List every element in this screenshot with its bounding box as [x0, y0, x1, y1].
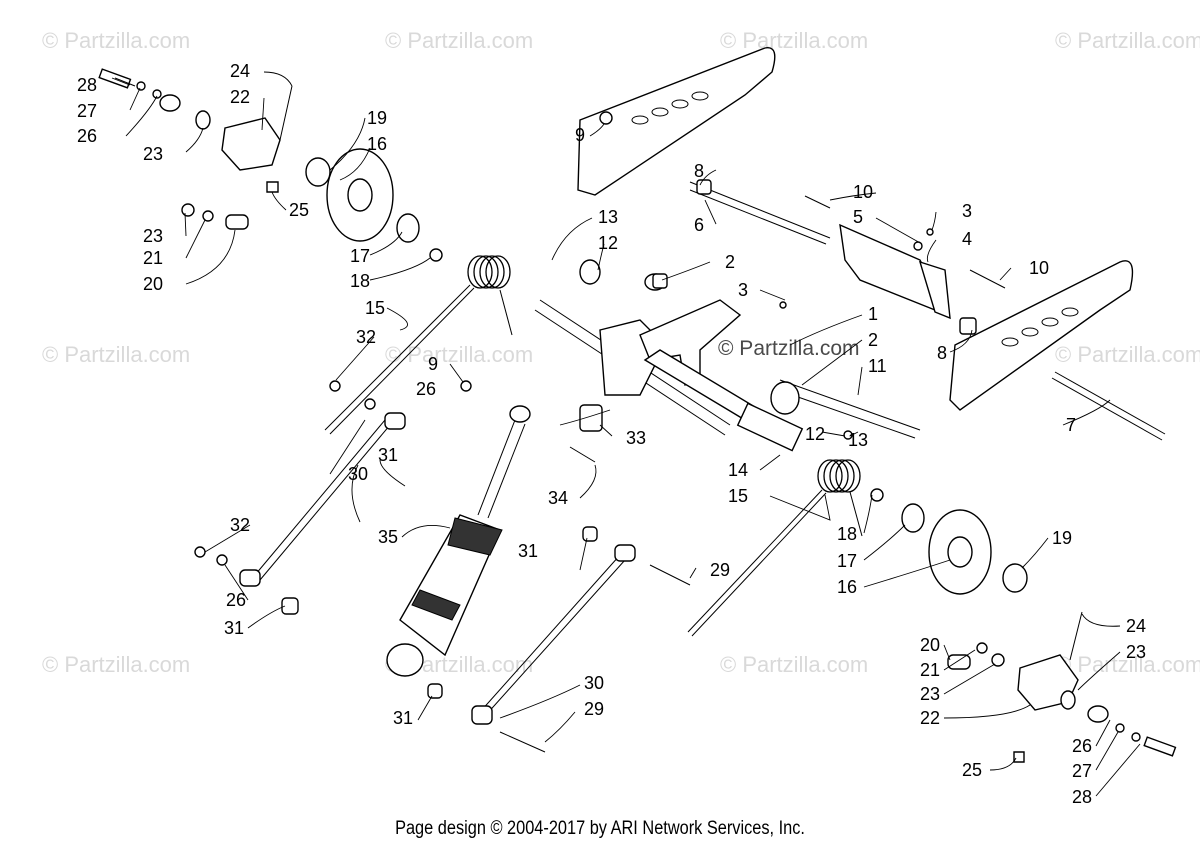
callout-label: 19	[1052, 528, 1072, 548]
callout-label: 32	[356, 327, 376, 347]
callout-label: 23	[1126, 642, 1146, 662]
callout-label: 22	[920, 708, 940, 728]
callout-label: 29	[710, 560, 730, 580]
callout-label: 18	[837, 524, 857, 544]
fasteners	[194, 111, 934, 566]
idler-wheels	[305, 148, 1028, 595]
callout-label: 7	[1066, 415, 1076, 435]
callout-label: 12	[805, 424, 825, 444]
callout-label: 15	[728, 486, 748, 506]
callout-label: 6	[694, 215, 704, 235]
callout-label: 23	[143, 144, 163, 164]
callout-label: 8	[937, 343, 947, 363]
callout-label: 33	[626, 428, 646, 448]
callout-label: 15	[365, 298, 385, 318]
callout-label: 10	[853, 182, 873, 202]
callout-label: 29	[584, 699, 604, 719]
callout-label: 21	[143, 248, 163, 268]
callout-label: 25	[962, 760, 982, 780]
callout-label: 20	[920, 635, 940, 655]
callout-label: 13	[598, 207, 618, 227]
callout-label: 8	[694, 161, 704, 181]
callout-label: 1	[868, 304, 878, 324]
callout-label: 3	[962, 201, 972, 221]
callout-label: 17	[350, 246, 370, 266]
leader-lines	[111, 71, 1141, 797]
callout-label: 2	[725, 252, 735, 272]
callout-label: 10	[1029, 258, 1049, 278]
bracket	[839, 223, 977, 335]
callout-label: 14	[728, 460, 748, 480]
callout-label: 20	[143, 274, 163, 294]
hub-lower-right	[947, 611, 1177, 763]
callout-label: 27	[77, 101, 97, 121]
callout-label: 9	[575, 125, 585, 145]
callout-label: 16	[367, 134, 387, 154]
callout-label: 26	[1072, 736, 1092, 756]
bolts	[114, 77, 1006, 753]
callout-label: 30	[584, 673, 604, 693]
callout-label: 24	[1126, 616, 1146, 636]
callout-label: 19	[367, 108, 387, 128]
torsion-springs	[324, 255, 863, 637]
callout-label: 16	[837, 577, 857, 597]
callouts: 24 22 28 27 26 23 19 16 25 23 21 20 17 1…	[77, 61, 1146, 807]
callout-label: 4	[962, 229, 972, 249]
callout-label: 2	[868, 330, 878, 350]
callout-label: 31	[393, 708, 413, 728]
callout-label: 11	[868, 356, 887, 376]
callout-label: 17	[837, 551, 857, 571]
callout-label: 28	[77, 75, 97, 95]
callout-label: 25	[289, 200, 309, 220]
callout-label: 26	[77, 126, 97, 146]
callout-label: 23	[920, 684, 940, 704]
center-watermark: © Partzilla.com	[718, 337, 860, 360]
callout-label: 26	[416, 379, 436, 399]
rail-upper	[577, 47, 776, 196]
callout-label: 35	[378, 527, 398, 547]
callout-label: 23	[143, 226, 163, 246]
callout-label: 18	[350, 271, 370, 291]
callout-label: 31	[224, 618, 244, 638]
shock-absorber	[386, 405, 531, 677]
hub-upper-left	[98, 68, 293, 230]
callout-label: 5	[853, 207, 863, 227]
center-arm	[579, 259, 804, 452]
callout-label: 21	[920, 660, 940, 680]
callout-label: 31	[378, 445, 398, 465]
callout-label: 34	[548, 488, 568, 508]
callout-label: 12	[598, 233, 618, 253]
rail-lower	[949, 260, 1134, 411]
copyright-footer: Page design © 2004-2017 by ARI Network S…	[395, 818, 805, 839]
callout-label: 13	[848, 430, 868, 450]
callout-label: 22	[230, 87, 250, 107]
callout-label: 28	[1072, 787, 1092, 807]
links	[239, 412, 636, 725]
callout-label: 24	[230, 61, 250, 81]
callout-label: 26	[226, 590, 246, 610]
callout-label: 32	[230, 515, 250, 535]
callout-label: 30	[348, 464, 368, 484]
callout-label: 27	[1072, 761, 1092, 781]
callout-label: 31	[518, 541, 538, 561]
callout-label: 3	[738, 280, 748, 300]
callout-label: 9	[428, 354, 438, 374]
